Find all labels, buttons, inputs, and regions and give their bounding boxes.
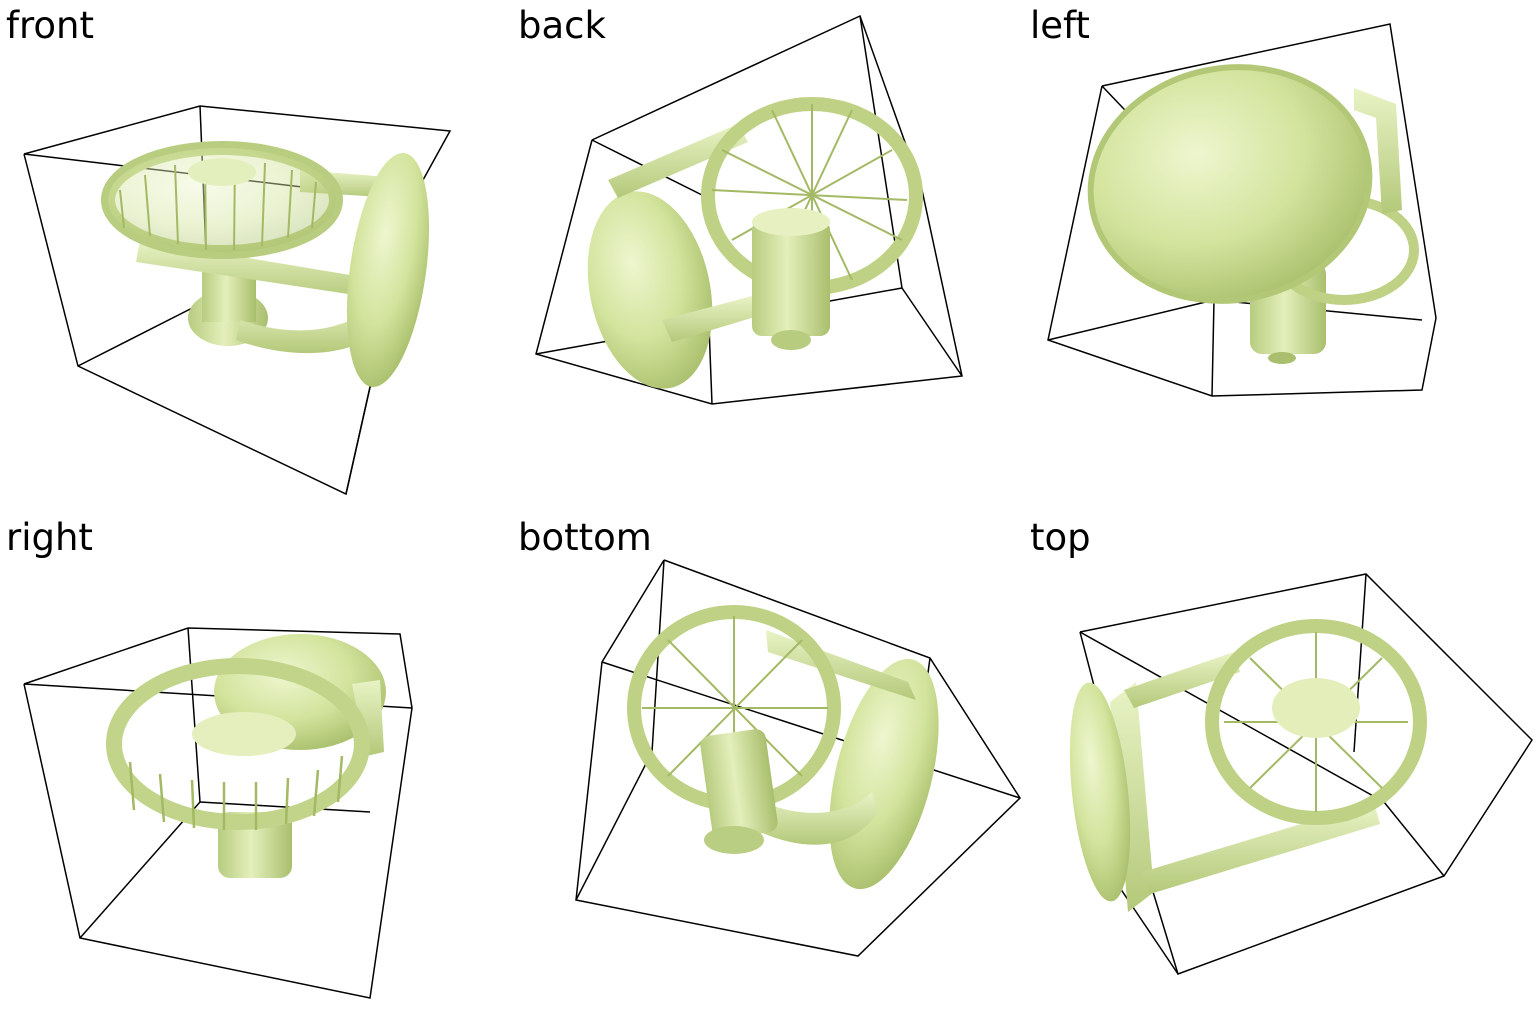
fan-model [106,634,386,878]
view-label-right: right [6,516,93,559]
fan-model [627,605,939,890]
bounding-box [1079,573,1533,975]
view-label-left: left [1030,4,1090,47]
view-label-top: top [1030,516,1091,559]
fan-model [1087,64,1419,364]
fan-render-back [535,14,963,405]
view-label-bottom: bottom [518,516,652,559]
view-panel-bottom: bottom [512,512,1024,1024]
view-label-front: front [6,4,95,47]
fan-model [1069,619,1427,912]
fan-model [587,97,923,389]
view-panel-front: front [0,0,512,512]
view-panel-left: left [1024,0,1536,512]
fan-render-bottom [575,559,1021,957]
bounding-box [1047,23,1437,397]
view-panel-right: right [0,512,512,1024]
view-panel-top: top [1024,512,1536,1024]
view-label-back: back [518,4,606,47]
view-panel-back: back [512,0,1024,512]
fan-model [101,141,430,387]
fan-render-left [1047,23,1437,397]
fan-render-right [23,627,413,999]
fan-render-front [23,105,452,496]
bounding-box [535,14,963,405]
fan-render-top [1069,573,1533,975]
